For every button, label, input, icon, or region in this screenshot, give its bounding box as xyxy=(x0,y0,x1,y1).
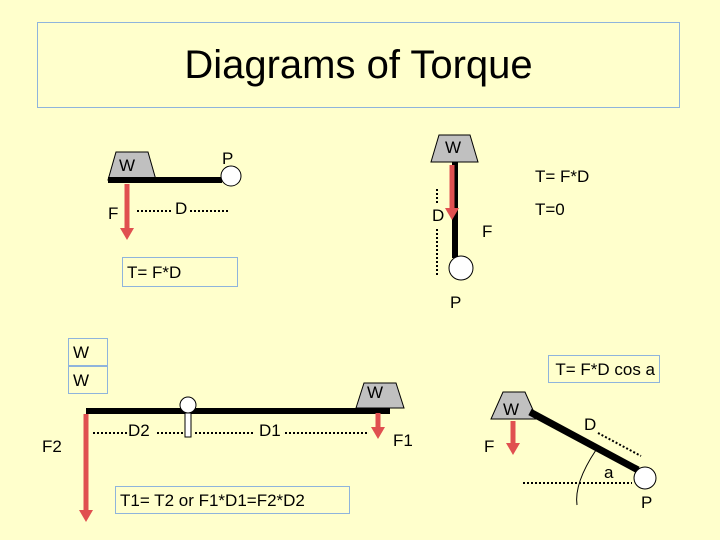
distance-label-4: D xyxy=(584,415,597,434)
distance-label-3-left: D2 xyxy=(128,421,150,440)
force-arrow-head-2 xyxy=(445,208,459,220)
distance-label-2: D xyxy=(432,206,445,225)
weight-box-3a: W xyxy=(68,338,108,366)
force-arrow-head-1 xyxy=(120,228,134,240)
equation-box-3: T1= T2 or F1*D1=F2*D2 xyxy=(115,486,350,514)
pivot-label-2: P xyxy=(450,293,462,312)
distance-label-1: D xyxy=(175,199,188,218)
force-label-3-right: F1 xyxy=(393,431,413,450)
force-arrow-head-4 xyxy=(506,443,520,455)
weight-block-3 xyxy=(355,382,405,409)
lever-bar-4 xyxy=(528,408,640,474)
equation-label-2b: T=0 xyxy=(535,200,565,219)
weight-block-2 xyxy=(430,134,479,163)
weight-label-1: W xyxy=(119,156,136,175)
weight-box-3b: W xyxy=(68,366,108,394)
pivot-label-1: P xyxy=(222,149,234,168)
weight-label-4: W xyxy=(503,400,520,419)
equation-box-1: T= F*D xyxy=(122,257,238,287)
title-box: Diagrams of Torque xyxy=(37,22,680,108)
weight-label-2: W xyxy=(445,138,462,157)
force-label-4: F xyxy=(484,437,495,456)
equation-label-2a: T= F*D xyxy=(535,167,590,186)
pivot-circle-3 xyxy=(179,396,197,414)
weight-label-3: W xyxy=(367,383,384,402)
angle-arc-4 xyxy=(576,449,597,506)
force-label-1: F xyxy=(108,204,119,223)
pivot-circle-4 xyxy=(633,466,657,490)
pivot-circle-2 xyxy=(448,255,474,281)
force-arrow-head-3-right xyxy=(371,427,385,439)
distance-label-3-right: D1 xyxy=(259,421,281,440)
pivot-stand-3 xyxy=(184,412,192,438)
angle-label-4: a xyxy=(604,463,614,482)
distance-dotted-4 xyxy=(597,432,642,457)
force-label-2: F xyxy=(482,222,493,241)
page-title: Diagrams of Torque xyxy=(184,42,533,87)
force-arrow-head-3-left xyxy=(79,510,93,522)
force-label-3-left: F2 xyxy=(42,437,62,456)
pivot-circle-1 xyxy=(220,165,242,187)
pivot-label-4: P xyxy=(641,493,653,512)
equation-box-4: T= F*D cos a xyxy=(548,355,660,383)
